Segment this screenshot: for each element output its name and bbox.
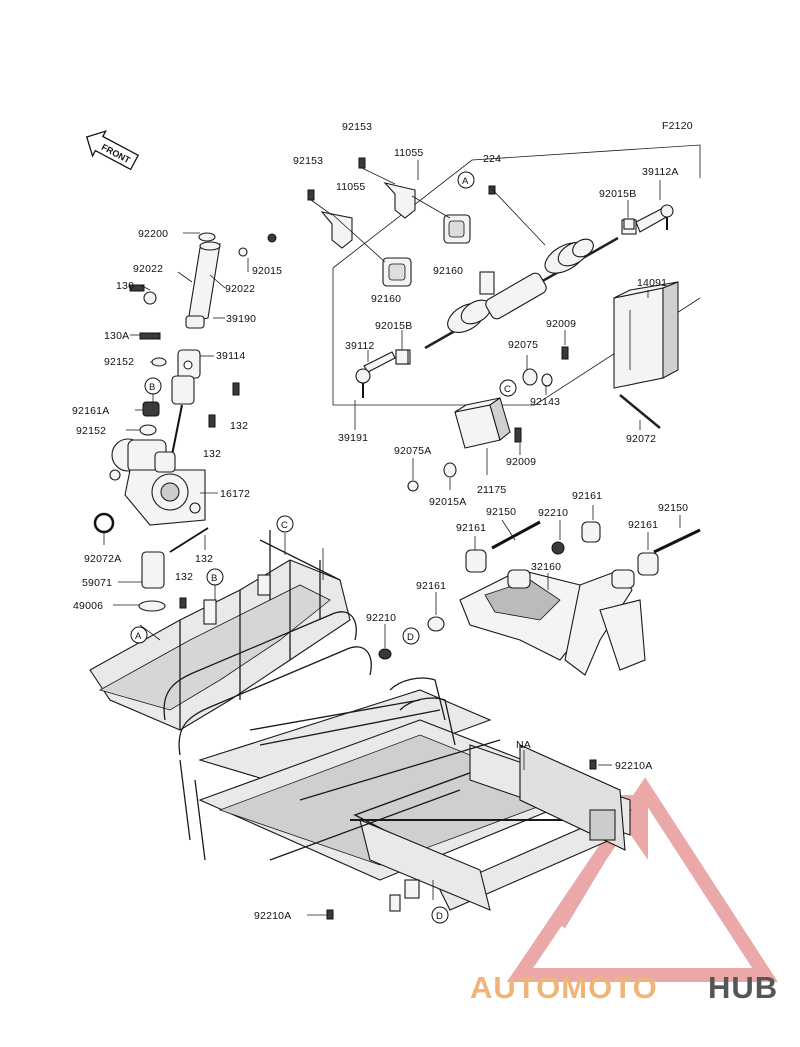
part-label: 92161 [628,519,658,531]
part-label: 59071 [82,577,112,589]
ref-circle-c-mid: C [499,379,517,397]
rack-boot-right [544,238,594,274]
watermark-brand-hub: HUB [708,970,778,1005]
part-label: 92153 [342,121,372,133]
svg-text:B: B [149,382,155,393]
svg-text:D: D [436,911,443,922]
ref-circle-b-frame: B [206,568,224,586]
ref-circle-c-frame: C [276,515,294,533]
part-label: 92210 [538,507,568,519]
rack-bracket-right [383,182,471,244]
lower-steering-parts [93,512,209,612]
part-label: 132 [230,420,248,432]
part-label: 130 [116,280,134,292]
ref-circle-a-top: A [457,171,475,189]
part-label: 92210A [254,910,291,922]
part-label: 39114 [216,350,245,362]
svg-text:B: B [211,573,217,584]
part-label: 132 [195,553,213,565]
part-number-labels: 92153 92153 11055 11055 224 39112A 92015… [72,121,688,922]
ref-circle-d-bottom: D [431,906,449,924]
part-label: 14091 [637,277,667,289]
part-label: 132 [203,448,221,460]
part-label: 11055 [394,147,423,159]
main-frame [89,530,632,920]
part-label: 39190 [226,313,256,325]
power-steering-unit-16172 [109,438,206,526]
part-label: 92161 [572,490,602,502]
part-label: 11055 [336,181,365,193]
part-label: 92152 [104,356,134,368]
part-label: 92150 [658,502,688,514]
part-label: 92161 [416,580,446,592]
part-label: 16172 [220,488,250,500]
part-label: 92210A [615,760,652,772]
part-label: 39112A [642,166,679,178]
rack-boot-left [447,299,492,333]
part-label: 92015 [252,265,282,277]
part-label: 92075A [394,445,431,457]
part-label: 130A [104,330,129,342]
ref-circle-d-mid: D [402,627,420,645]
steering-column-group [129,232,277,456]
part-label: 39112 [345,340,374,352]
figure-code: F2120 [662,120,693,132]
part-label: 49006 [73,600,103,612]
part-label: 92210 [366,612,396,624]
part-label: 39191 [338,432,368,444]
part-label: 224 [483,153,501,165]
a-arm-group [378,520,701,676]
part-label: 92015B [375,320,412,332]
part-label: 92200 [138,228,168,240]
leader-lines [103,160,681,916]
mount-block-21175 [407,397,522,492]
ref-circle-b-left: B [144,377,162,395]
part-label: 92015A [429,496,466,508]
front-arrow-icon: FRONT [85,130,140,171]
part-label: NA [516,739,531,751]
part-label: 92009 [546,318,576,330]
u-joint-39114 [171,349,201,405]
part-label: 92160 [433,265,463,277]
part-label: 92075 [508,339,538,351]
part-label: 92150 [486,506,516,518]
part-label: 92072 [626,433,656,445]
cover-box-14091 [613,281,679,389]
part-label: 92009 [506,456,536,468]
steering-rack-group [307,144,701,406]
part-label: 92161A [72,405,109,417]
rod-92072 [619,394,661,429]
rack-bracket-left [320,211,412,287]
svg-text:D: D [407,632,414,643]
part-label: 92015B [599,188,636,200]
part-label: 92022 [133,263,163,275]
watermark-brand-auto: AUTOMOTO [470,970,658,1005]
part-label: 92072A [84,553,121,565]
part-label: 92153 [293,155,323,167]
part-label: 92152 [76,425,106,437]
part-label: 32160 [531,561,561,573]
part-label: 92160 [371,293,401,305]
part-label: 21175 [477,484,506,496]
part-label: 92143 [530,396,560,408]
svg-text:A: A [135,631,142,642]
svg-text:A: A [462,176,469,187]
part-label: 132 [175,571,193,583]
svg-text:C: C [281,520,288,531]
part-label: 92022 [225,283,255,295]
ref-circle-a-left: A [130,626,148,644]
svg-text:C: C [504,384,511,395]
part-label: 92161 [456,522,486,534]
reference-circles: A B C C B A D D [130,171,517,924]
